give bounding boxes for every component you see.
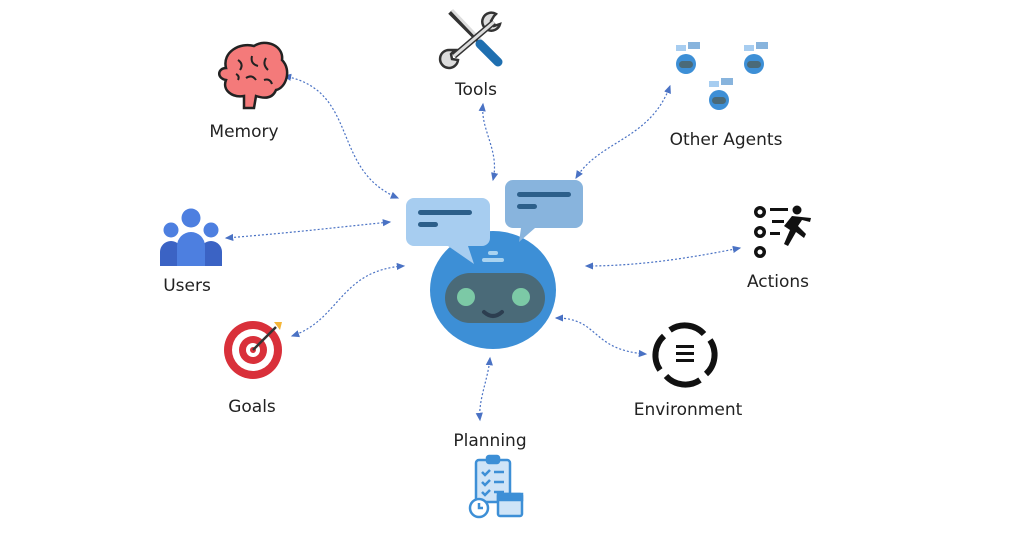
node-label-actions: Actions (746, 272, 810, 292)
connector-actions (584, 245, 742, 270)
brain-icon (218, 41, 289, 110)
speech-bubble-left (406, 198, 490, 264)
agents-icon (676, 42, 768, 110)
cycle-icon (652, 322, 718, 388)
tools-icon (438, 8, 503, 70)
users-icon (160, 208, 222, 266)
speech-bubble-right (505, 180, 583, 242)
connector-planning (475, 356, 493, 422)
node-label-users: Users (163, 276, 211, 296)
actions-icon (754, 205, 811, 258)
node-label-other-agents: Other Agents (669, 130, 783, 150)
connector-memory (282, 73, 400, 199)
node-label-tools: Tools (455, 80, 497, 100)
connector-goals (290, 262, 406, 338)
node-label-planning: Planning (453, 431, 527, 451)
node-label-goals: Goals (228, 397, 276, 417)
clipboard-calendar-icon (468, 454, 524, 519)
connector-other-agents (575, 84, 671, 180)
connector-environment (554, 314, 648, 358)
connector-users (224, 219, 392, 242)
connector-tools (478, 102, 499, 182)
node-label-memory: Memory (209, 122, 279, 142)
target-icon (224, 321, 282, 379)
robot-icon (430, 231, 556, 349)
node-label-environment: Environment (633, 400, 743, 420)
